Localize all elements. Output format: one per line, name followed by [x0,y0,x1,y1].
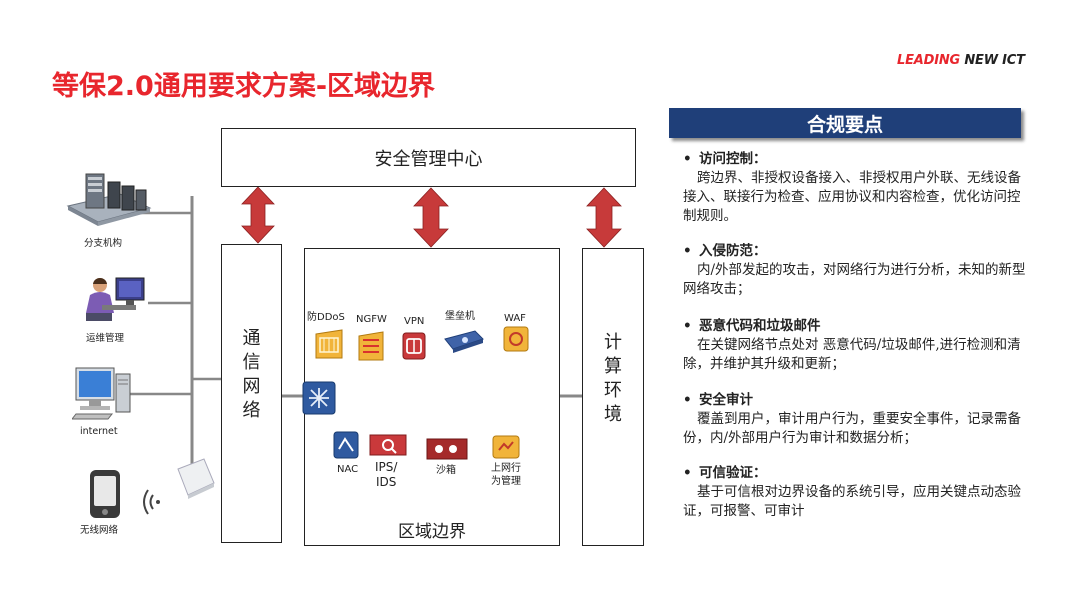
item-title: 可信验证： [683,464,1028,483]
compliance-item-malware: 恶意代码和垃圾邮件 在关键网络节点处对 恶意代码/垃圾邮件,进行检测和清除，并维… [683,317,1028,374]
wireless-ap-icon [177,458,215,499]
compliance-item-trusted: 可信验证： 基于可信根对边界设备的系统引导，应用关键点动态验证，可报警、可审计 [683,464,1028,521]
bastion-host-icon [444,330,484,353]
mgmt-label: 安全管理中心 [374,148,483,170]
ips-label-line2: IDS [376,475,397,489]
item-title: 恶意代码和垃圾邮件 [683,317,1028,336]
wifi-signal-icon [143,489,160,515]
item-title: 入侵防范： [683,242,1028,261]
internet-behavior-icon [492,435,520,459]
comm-network-box: 通 信 网 络 [221,244,282,543]
arrow-mgmt-comm [241,186,275,244]
arrow-mgmt-compute [586,187,622,248]
behavior-label-line1: 上网行 [491,463,521,474]
zone-boundary-box: 区域边界 [304,248,560,546]
ops-admin-icon [86,277,145,321]
comm-char-4: 络 [242,400,261,421]
compliance-item-audit: 安全审计 覆盖到用户，审计用户行为，重要安全事件，记录需备份，内/外部用户行为审… [683,391,1028,448]
item-desc: 跨边界、非授权设备接入、非授权用户外联、无线设备接入、联接行为检查、应用协议和内… [683,170,1021,224]
compliance-header-label: 合规要点 [806,113,883,136]
item-desc: 覆盖到用户，审计用户行为，重要安全事件，记录需备份，内/外部用户行为审计和数据分… [683,411,1021,446]
brand-part1: LEADING [897,53,961,68]
comp-char-4: 境 [604,404,622,425]
behavior-label: 上网行为管理 [491,462,521,488]
server-cluster-icon [66,173,152,226]
item-desc: 内/外部发起的攻击，对网络行为进行分析，未知的新型网络攻击； [683,262,1026,297]
comm-char-1: 通 [242,328,261,349]
mobile-phone-icon [90,470,120,518]
ips-ids-icon [369,434,407,456]
ips-label-line1: IPS/ [375,460,398,474]
comm-network-label: 通 信 网 络 [222,327,281,423]
vpn-label: VPN [404,316,425,327]
wireless-label: 无线网络 [80,525,119,536]
compliance-item-access-control: 访问控制： 跨边界、非授权设备接入、非授权用户外联、无线设备接入、联接行为检查、… [683,150,1028,226]
ngfw-label: NGFW [356,314,387,325]
brand-logo: LEADING NEW ICT [897,53,1025,68]
comp-char-3: 环 [604,380,622,401]
arrow-mgmt-zone [413,187,449,248]
ips-label: IPS/IDS [375,460,397,490]
waf-label: WAF [504,313,526,324]
compute-env-box: 计 算 环 境 [582,248,644,546]
compute-env-label: 计 算 环 境 [583,331,643,427]
zone-boundary-label: 区域边界 [398,522,466,542]
comp-char-1: 计 [604,332,622,353]
item-desc: 在关键网络节点处对 恶意代码/垃圾邮件,进行检测和清除，并维护其升级和更新； [683,337,1021,372]
internet-label: internet [80,426,118,437]
nac-icon [333,431,359,459]
compliance-item-intrusion: 入侵防范： 内/外部发起的攻击，对网络行为进行分析，未知的新型网络攻击； [683,242,1028,299]
ddos-label: 防DDoS [307,312,345,323]
sandbox-icon [426,438,468,460]
brand-part2: NEW ICT [964,53,1025,68]
router-icon [302,381,336,415]
behavior-label-line2: 为管理 [491,476,521,487]
nac-label: NAC [337,464,359,475]
comp-char-2: 算 [604,356,622,377]
anti-ddos-icon [315,329,343,359]
branch-label: 分支机构 [84,238,123,249]
waf-icon [503,326,529,352]
desktop-computer-icon [72,367,131,420]
item-title: 安全审计 [683,391,1028,410]
bastion-label: 堡垒机 [445,311,475,322]
page-title: 等保2.0通用要求方案-区域边界 [52,71,436,102]
comm-char-3: 网 [242,376,261,397]
security-mgmt-center-box: 安全管理中心 [221,128,636,187]
sandbox-label: 沙箱 [436,465,456,476]
comm-char-2: 信 [242,352,261,373]
vpn-icon [402,332,426,360]
item-title: 访问控制： [683,150,1028,169]
ngfw-icon [358,331,384,361]
item-desc: 基于可信根对边界设备的系统引导，应用关键点动态验证，可报警、可审计 [683,484,1021,519]
ops-label: 运维管理 [86,333,125,344]
compliance-header: 合规要点 [669,108,1021,138]
